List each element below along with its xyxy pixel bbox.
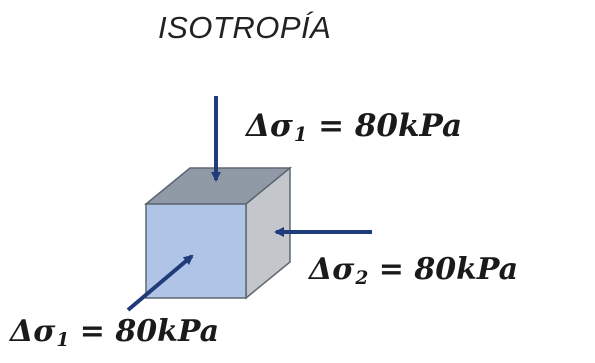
diagram-title: ISOTROPÍA xyxy=(158,10,332,45)
stress-subscript: 1 xyxy=(56,330,70,352)
stress-value: = 80kPa xyxy=(69,314,220,349)
stress-label-bottom: Δσ1 = 80kPa xyxy=(10,314,219,351)
stress-subscript: 2 xyxy=(355,268,369,290)
stress-value: = 80kPa xyxy=(307,108,463,144)
stress-label-right: Δσ2 = 80kPa xyxy=(309,252,518,289)
arrow-bottom-diagonal xyxy=(126,254,194,312)
stress-symbol: Δσ xyxy=(309,252,355,287)
stress-label-top: Δσ1 = 80kPa xyxy=(246,108,462,146)
stress-symbol: Δσ xyxy=(10,314,56,349)
stress-subscript: 1 xyxy=(293,123,308,147)
stress-symbol: Δσ xyxy=(246,108,293,144)
stress-value: = 80kPa xyxy=(368,252,519,287)
